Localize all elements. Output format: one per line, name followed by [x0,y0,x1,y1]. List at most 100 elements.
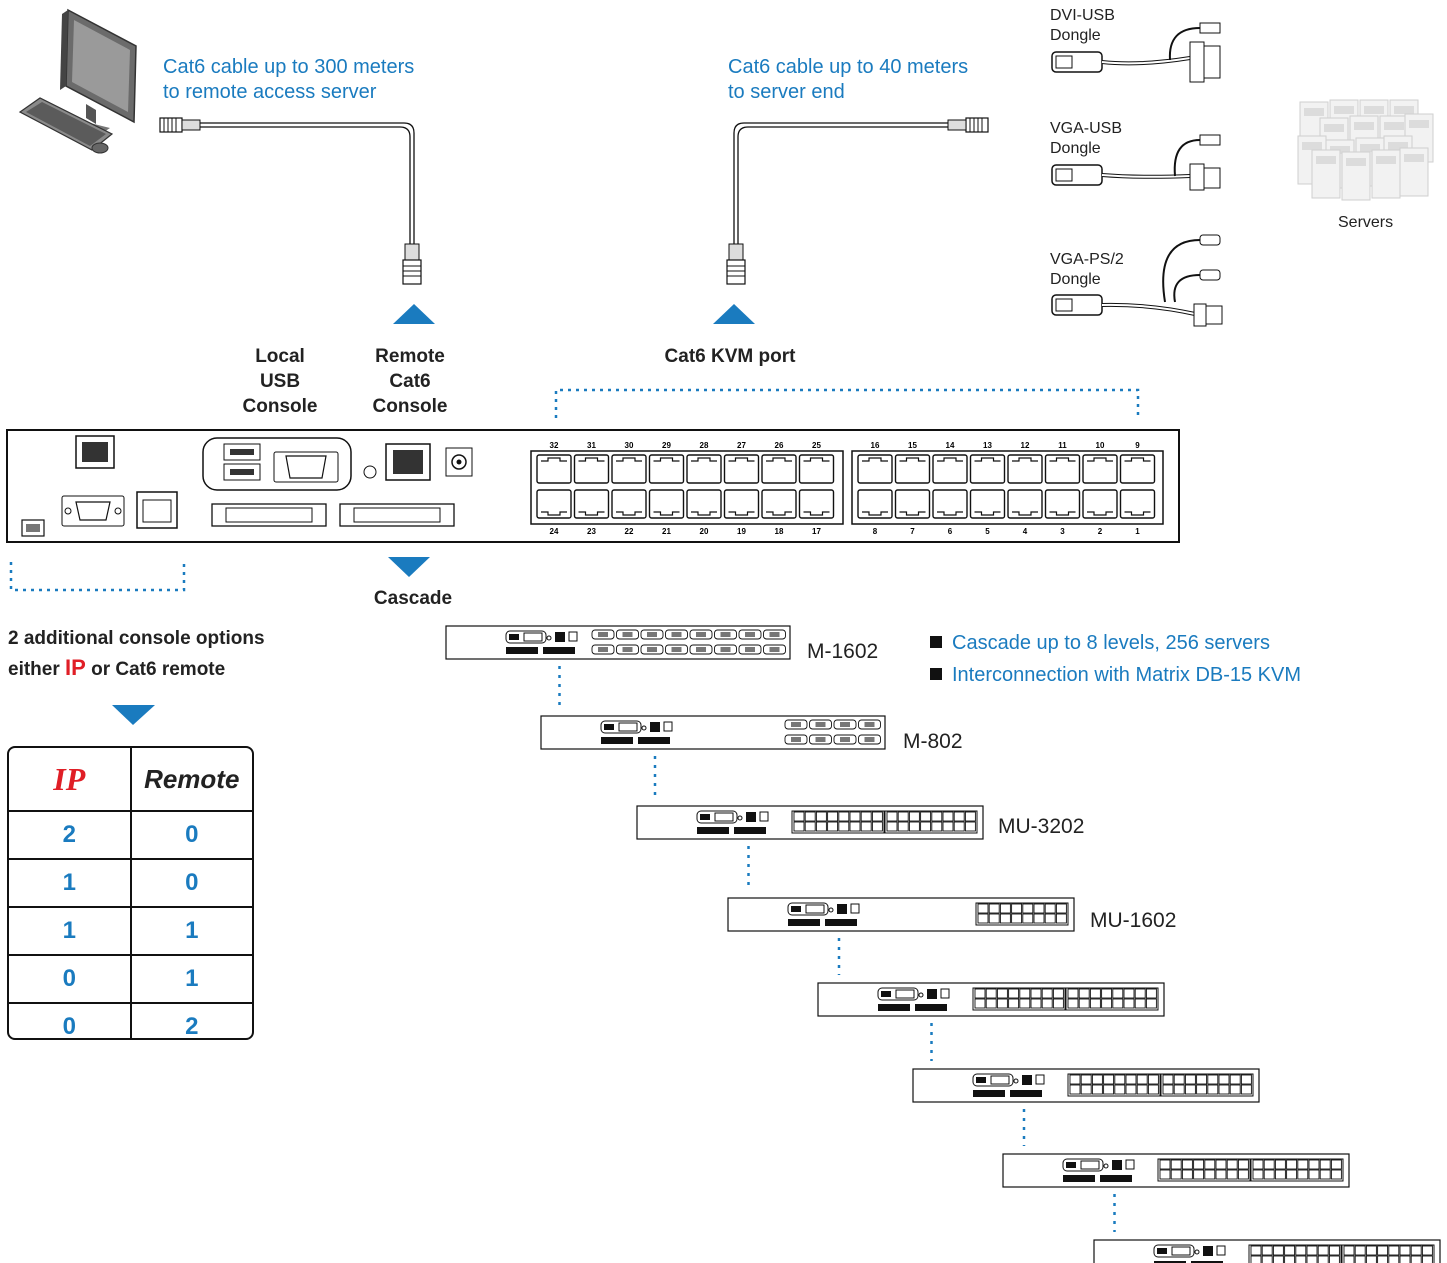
cable-300m-line2: to remote access server [163,81,377,103]
table-cell: 0 [9,1002,132,1038]
port-number: 15 [908,441,917,450]
vga-ps2-dongle-icon [1051,234,1223,327]
rj45-port-icon [932,489,968,519]
rj45-port-icon [798,489,835,519]
port-number: 12 [1021,441,1030,450]
port-number: 17 [812,527,821,536]
vga-usb-dongle-icon [1051,134,1221,191]
server-bay [1302,142,1322,150]
cascade-unit [912,1068,1260,1103]
port-number: 30 [625,441,634,450]
rj45-port-icon [932,454,968,484]
rj45-port-icon [857,489,893,519]
serial-port-icon [61,495,125,527]
table-row: 0 1 [9,954,252,1004]
rj45-port-icon [686,454,722,484]
servers-label: Servers [1338,214,1394,231]
local-usb-console-label: Local USB Console [230,344,330,419]
dongle-type: Dongle [1050,27,1101,44]
rj45-port-icon [969,489,1006,519]
servers-icon [1297,99,1434,201]
table-header-row: IP Remote [9,748,252,812]
rj45-port-icon [761,454,797,484]
port-number: 4 [1023,527,1028,536]
rj45-port-icon [573,489,610,519]
label-line: Remote [375,346,445,367]
server-bay [1316,156,1336,164]
server-bay [1384,122,1404,130]
port-number: 22 [625,527,634,536]
port-number: 11 [1058,441,1067,450]
server-bay [1404,154,1424,162]
remote-cat6-console-label: Remote Cat6 Console [360,344,460,419]
bullet-icon [930,636,942,648]
rj45-port-icon [894,454,931,484]
table-header-remote: Remote [129,748,252,812]
rj45-port-icon [536,454,572,484]
model-label-mu-1602: MU-1602 [1090,909,1177,932]
model-label-mu-3202: MU-3202 [998,815,1085,838]
rj45-port-icon [536,489,572,519]
dongle-label-dvi-usb: DVI-USB Dongle [1050,6,1115,46]
server-bay [1360,144,1380,152]
rj45-port-icon [611,489,647,519]
kvm-port-bracket [554,388,1140,418]
cable-40m-note: Cat6 cable up to 40 meters to server end [728,55,968,105]
cascade-note-text: Cascade up to 8 levels, 256 servers [952,632,1270,654]
cable-300m-note: Cat6 cable up to 300 meters to remote ac… [163,55,414,105]
cable-40m-line2: to server end [728,81,845,103]
server-bay [1324,124,1344,132]
port-number: 9 [1135,441,1140,450]
port-number: 19 [737,527,746,536]
console-options-line2: either IP or Cat6 remote [8,653,265,684]
console-option-table: IP Remote 2 0 1 0 1 1 0 1 0 2 [7,746,254,1040]
table-cell: 2 [129,1002,252,1038]
server-bay [1409,120,1429,128]
rj45-port-icon [761,489,797,519]
cascade-notes: Cascade up to 8 levels, 256 servers Inte… [930,627,1301,691]
vga-port-icon [273,451,339,483]
cascade-chain [445,625,1441,1263]
cable-40m-line1: Cat6 cable up to 40 meters [728,56,969,78]
table-cell: 0 [9,954,132,1004]
label-line: Local [255,346,305,367]
port-number: 5 [985,527,990,536]
table-cell: 1 [129,906,252,956]
port-number: 28 [700,441,709,450]
port-number: 27 [737,441,746,450]
table-row: 1 1 [9,906,252,956]
rj45-port-icon [648,454,685,484]
cascade-note-item: Interconnection with Matrix DB-15 KVM [930,659,1301,691]
port-number: 2 [1098,527,1103,536]
label-line: USB [259,371,301,392]
rj45-port-icon [611,454,647,484]
port-number: 10 [1096,441,1105,450]
port-number: 32 [550,441,559,450]
port-number: 7 [910,527,915,536]
rj45-port-icon [1119,489,1156,519]
cascade-unit [1002,1153,1350,1188]
server-bay [1354,122,1374,130]
cascade-label: Cascade [373,588,453,609]
cable-300m-line1: Cat6 cable up to 300 meters [163,56,415,78]
table-cell: 1 [9,858,132,908]
cascade-unit [636,805,984,840]
table-row: 0 2 [9,1002,252,1038]
port-number: 6 [948,527,953,536]
model-label-m-802: M-802 [903,730,963,753]
cascade-unit [540,715,886,750]
rj45-port-icon [686,489,722,519]
port-number: 8 [873,527,878,536]
rj45-port-icon [857,454,893,484]
cat6-cable-40m [726,117,989,285]
console-options-suffix: or Cat6 remote [85,659,226,680]
server-bay [1394,106,1414,114]
cascade-unit [445,625,791,660]
model-label-m-1602: M-1602 [807,640,879,663]
label-line: Cat6 [389,371,431,392]
rj45-port-icon [573,454,610,484]
port-number: 29 [662,441,671,450]
